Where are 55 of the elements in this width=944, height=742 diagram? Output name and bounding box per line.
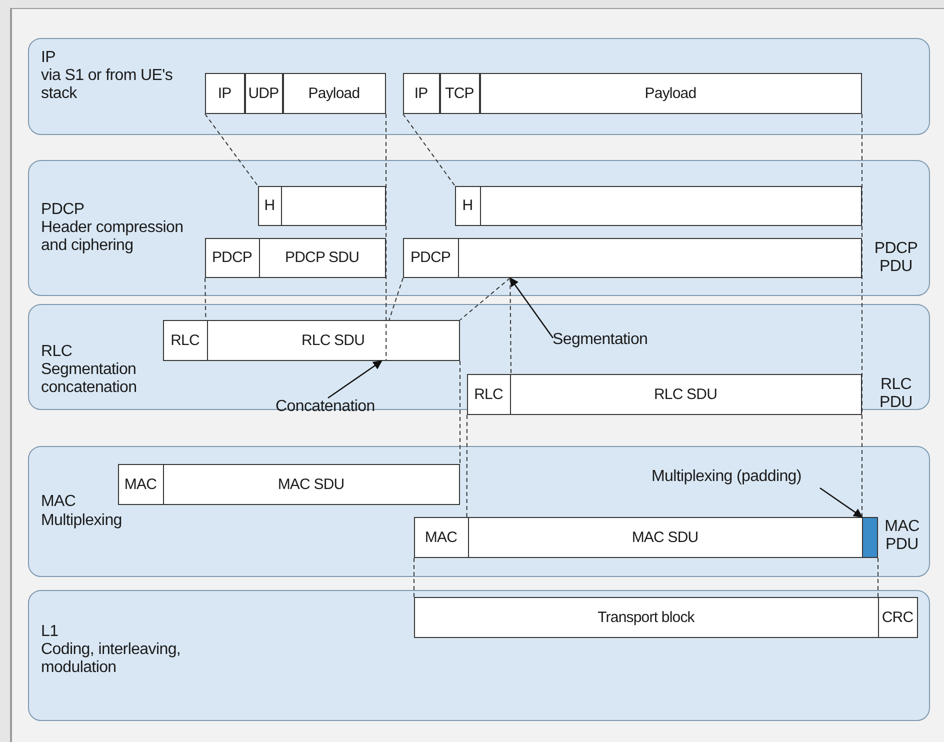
annotation-label: Multiplexing (padding) bbox=[652, 468, 852, 488]
mapping-line bbox=[388, 278, 404, 320]
packet-field: MAC SDU bbox=[162, 464, 460, 504]
packet-field: MAC bbox=[118, 464, 164, 504]
protocol-layer-panel bbox=[28, 590, 930, 721]
packet-field: MAC SDU bbox=[468, 516, 862, 558]
mapping-line bbox=[204, 114, 258, 186]
packet-field: MAC bbox=[414, 516, 468, 558]
mapping-line bbox=[466, 414, 468, 518]
layer-name: MAC bbox=[41, 493, 77, 511]
layer-function: Segmentation concatenation bbox=[41, 361, 138, 397]
padding-field bbox=[862, 516, 878, 558]
layer-name: PDCP bbox=[41, 201, 86, 219]
leader-arrow bbox=[328, 360, 382, 399]
mapping-line bbox=[460, 278, 511, 320]
packet-field bbox=[280, 186, 386, 226]
pdu-label: MAC PDU bbox=[884, 518, 920, 554]
pdu-label: RLC PDU bbox=[878, 376, 914, 412]
packet-field: RLC bbox=[466, 374, 510, 414]
packet-field: RLC SDU bbox=[510, 374, 862, 414]
packet-field: Payload bbox=[282, 72, 386, 114]
packet-field: Transport block bbox=[414, 596, 878, 638]
pdu-label: PDCP PDU bbox=[873, 240, 919, 276]
mapping-line bbox=[510, 278, 512, 374]
layer-name: RLC bbox=[41, 343, 74, 361]
packet-field: TCP bbox=[440, 72, 480, 114]
packet-field: UDP bbox=[244, 72, 282, 114]
packet-field: Payload bbox=[480, 72, 862, 114]
mapping-line bbox=[386, 114, 387, 362]
annotation-label: Concatenation bbox=[276, 398, 406, 418]
packet-field: H bbox=[454, 186, 480, 226]
leader-arrow bbox=[820, 487, 863, 518]
packet-field: IP bbox=[402, 72, 440, 114]
leader-arrow bbox=[510, 277, 554, 338]
mapping-line bbox=[402, 114, 456, 186]
layer-function: Multiplexing bbox=[41, 512, 123, 530]
layer-name: IP bbox=[41, 49, 57, 67]
layer-function: Coding, interleaving, modulation bbox=[41, 641, 182, 677]
layer-function: Header compression and ciphering bbox=[41, 219, 184, 255]
packet-field: PDCP bbox=[204, 238, 260, 278]
packet-field: CRC bbox=[878, 596, 918, 638]
packet-field bbox=[458, 238, 862, 278]
layer-function: via S1 or from UE's stack bbox=[41, 67, 174, 103]
packet-field: RLC SDU bbox=[206, 320, 460, 360]
protocol-layer-panel bbox=[28, 160, 930, 296]
packet-field: PDCP bbox=[402, 238, 458, 278]
protocol-layer-panel bbox=[28, 38, 930, 135]
layer-name: L1 bbox=[41, 623, 60, 641]
annotation-label: Segmentation bbox=[552, 330, 672, 350]
packet-field: H bbox=[258, 186, 282, 226]
packet-field: IP bbox=[204, 72, 244, 114]
packet-field bbox=[480, 186, 862, 226]
packet-field: RLC bbox=[162, 320, 208, 360]
protocol-layer-panel bbox=[28, 446, 930, 577]
packet-field: PDCP SDU bbox=[258, 238, 386, 278]
